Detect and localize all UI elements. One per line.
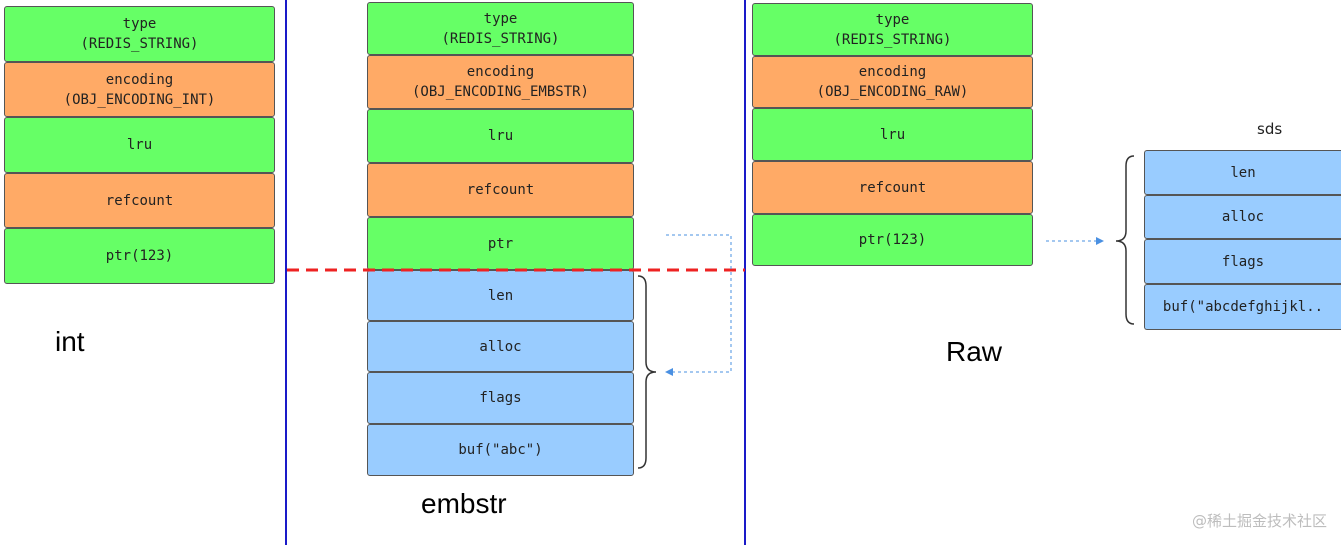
int-lru-field: lru <box>4 117 275 173</box>
field-label: type <box>122 16 157 32</box>
embstr-sds-brace <box>637 275 657 469</box>
field-label: len <box>1230 164 1256 181</box>
field-label: flags <box>479 390 522 406</box>
field-label: ptr(123) <box>858 232 927 248</box>
raw-lru-field: lru <box>752 108 1033 161</box>
embstr-lru-field: lru <box>367 109 634 163</box>
field-sub: (OBJ_ENCODING_EMBSTR) <box>411 84 589 100</box>
embstr-ptr-arrow <box>665 234 732 376</box>
embstr-encoding-field: encoding (OBJ_ENCODING_EMBSTR) <box>367 55 634 109</box>
field-label: type <box>875 11 910 28</box>
field-sub: (OBJ_ENCODING_INT) <box>63 91 216 108</box>
divider-left <box>285 0 287 545</box>
field-label: flags <box>1221 253 1265 270</box>
field-label: lru <box>487 128 514 144</box>
raw-sds-len-field: len <box>1144 150 1341 195</box>
embstr-sds-len-field: len <box>367 270 634 321</box>
field-label: len <box>487 287 514 304</box>
field-label: buf("abcdefghijkl.. <box>1162 299 1324 315</box>
field-label: encoding <box>466 64 535 80</box>
raw-type-field: type (REDIS_STRING) <box>752 3 1033 56</box>
field-sub: (REDIS_STRING) <box>80 36 199 52</box>
int-refcount-field: refcount <box>4 173 275 228</box>
field-label: lru <box>126 137 153 153</box>
raw-ptr-field: ptr(123) <box>752 214 1033 266</box>
field-label: alloc <box>1221 209 1265 225</box>
int-encoding-field: encoding (OBJ_ENCODING_INT) <box>4 62 275 117</box>
embstr-type-field: type (REDIS_STRING) <box>367 2 634 55</box>
embstr-caption: embstr <box>421 488 507 519</box>
raw-sds-alloc-field: alloc <box>1144 195 1341 239</box>
int-caption: int <box>55 326 85 357</box>
raw-encoding-field: encoding (OBJ_ENCODING_RAW) <box>752 56 1033 108</box>
field-sub: (OBJ_ENCODING_RAW) <box>816 84 969 100</box>
field-label: refcount <box>466 182 535 198</box>
sds-title: sds <box>1257 120 1283 138</box>
embstr-sds-flags-field: flags <box>367 372 634 424</box>
field-label: type <box>483 10 518 27</box>
raw-sds-flags-field: flags <box>1144 239 1341 284</box>
field-sub: (REDIS_STRING) <box>441 30 560 47</box>
field-label: refcount <box>105 192 174 209</box>
embstr-sds-buf-field: buf("abc") <box>367 424 634 476</box>
field-label: alloc <box>479 338 522 355</box>
divider-right <box>744 0 746 545</box>
field-label: ptr <box>487 235 514 252</box>
field-label: refcount <box>858 179 927 196</box>
field-label: encoding <box>858 64 927 80</box>
field-sub: (REDIS_STRING) <box>833 31 952 48</box>
int-ptr-field: ptr(123) <box>4 228 275 284</box>
raw-caption: Raw <box>946 336 1003 367</box>
int-type-field: type (REDIS_STRING) <box>4 6 275 62</box>
field-label: encoding <box>105 71 174 88</box>
embstr-sds-alloc-field: alloc <box>367 321 634 372</box>
raw-refcount-field: refcount <box>752 161 1033 214</box>
field-label: buf("abc") <box>458 442 543 458</box>
raw-sds-buf-field: buf("abcdefghijkl.. <box>1144 284 1341 330</box>
raw-sds-brace <box>1115 155 1135 325</box>
field-label: lru <box>879 126 906 143</box>
field-label: ptr(123) <box>105 248 174 264</box>
watermark: @稀土掘金技术社区 <box>1191 512 1327 530</box>
embstr-refcount-field: refcount <box>367 163 634 217</box>
